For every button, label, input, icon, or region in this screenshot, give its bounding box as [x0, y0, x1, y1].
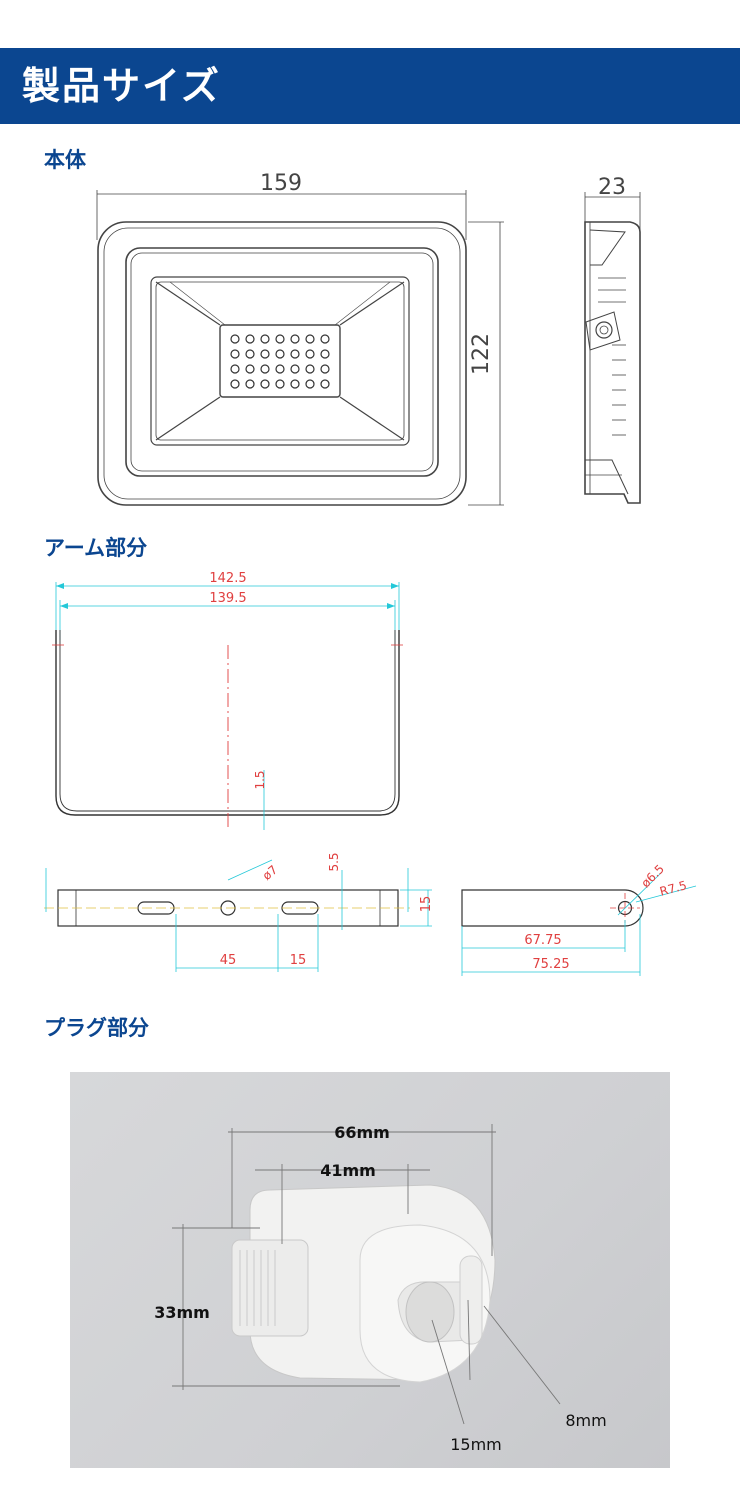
arm-slot-offset: 5.5: [327, 852, 341, 871]
section-title-plug: プラグ部分: [44, 1016, 149, 1040]
arm-outer-width: 142.5: [209, 571, 246, 586]
arm-thickness: 1.5: [253, 770, 267, 789]
plug-height: 33mm: [154, 1303, 210, 1322]
arm-radius: R7.5: [658, 878, 688, 899]
body-height-label: 122: [469, 333, 494, 375]
arm-len-2: 75.25: [532, 957, 569, 972]
arm-pitch-15: 15: [290, 953, 307, 968]
arm-height: 15: [419, 896, 434, 913]
page-title: 製品サイズ: [22, 64, 221, 108]
body-depth-label: 23: [598, 175, 626, 200]
section-title-body: 本体: [44, 148, 86, 172]
arm-drawing: 142.5 139.5 1.5 ø7 5.5 15 45 15: [44, 571, 697, 976]
plug-length: 66mm: [334, 1123, 390, 1142]
body-width-label: 159: [260, 171, 302, 196]
body-drawing: 159 122 23: [96, 171, 641, 506]
plug-inner-length: 41mm: [320, 1161, 376, 1180]
arm-inner-width: 139.5: [209, 591, 246, 606]
arm-len-1: 67.75: [524, 933, 561, 948]
arm-hole-dia: ø7: [260, 863, 280, 883]
plug-pin: 8mm: [565, 1411, 606, 1430]
plug-drawing: 66mm 41mm 33mm 15mm 8mm: [154, 1123, 606, 1454]
section-title-arm: アーム部分: [44, 536, 148, 560]
header-banner: 製品サイズ: [0, 48, 740, 124]
plug-tube: 15mm: [450, 1435, 502, 1454]
arm-pitch-45: 45: [220, 953, 237, 968]
